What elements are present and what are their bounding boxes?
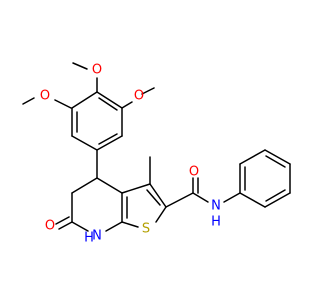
bond-c3-c3a (121, 183, 151, 194)
atom-o-methoxy-right: O (134, 89, 144, 104)
bond-ph1 (239, 192, 266, 208)
bond-ph2-inner (265, 189, 286, 202)
bond-ar1-inner (98, 97, 118, 111)
bond-c7a-s (121, 221, 139, 228)
atom-n-amide: N (211, 199, 221, 214)
bond-c2-c3-inner (146, 189, 161, 206)
bond-ch-ch2 (71, 177, 98, 194)
bond-c2-camide (165, 192, 194, 208)
bond-co-n (71, 221, 89, 232)
bonds (22, 62, 291, 232)
bond-c3a-ch (96, 177, 123, 194)
bond-keto-b (55, 216, 70, 225)
atom-n-ring: N (92, 229, 102, 244)
bond-keto-a (58, 221, 73, 230)
bond-ph2 (264, 192, 291, 208)
bond-n-phenyl (223, 192, 241, 203)
bond-s-c2 (155, 206, 167, 223)
atom-o-keto: O (45, 219, 55, 234)
bond-ar3-inner (98, 133, 118, 145)
atom-o-amide: O (189, 165, 199, 180)
bond-camide-n (192, 192, 209, 203)
bond-ar6 (71, 91, 98, 109)
molecule-structure: O O O O O N H S N H (22, 62, 291, 246)
atom-o-methoxy-top: O (92, 63, 102, 78)
bond-top-methyl (72, 62, 88, 70)
atom-labels: O O O O O N H S N H (40, 63, 221, 246)
bond-left-methyl (22, 97, 35, 105)
bond-ph4 (264, 149, 291, 165)
atom-s-ring: S (142, 222, 150, 237)
atom-h-amide: H (211, 215, 221, 230)
bond-ar3 (96, 135, 123, 151)
bond-ph5 (239, 149, 266, 165)
atom-h-ring: H (84, 231, 94, 246)
bond-ar1 (96, 91, 123, 109)
atom-o-methoxy-left: O (40, 89, 50, 104)
bond-right-methyl (141, 87, 155, 95)
bond-c2-c3 (149, 183, 167, 208)
bond-left-o-ring (54, 99, 72, 109)
bond-right-o-ring (121, 101, 133, 109)
bond-ar4 (71, 135, 98, 151)
structure-canvas: O O O O O N H S N H (22, 62, 291, 246)
bond-n-c7a (105, 221, 123, 232)
bond-ph4-inner (265, 155, 286, 168)
